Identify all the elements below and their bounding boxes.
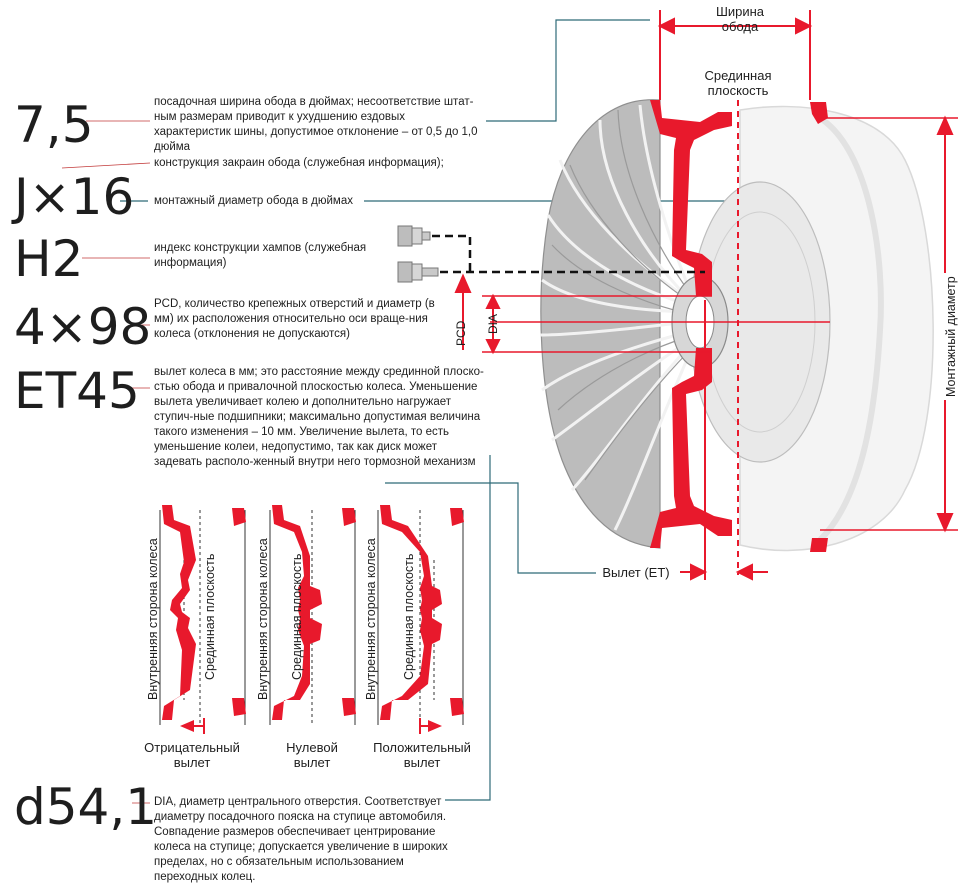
offset-zero-inner-label: Внутренняя сторона колеса — [256, 538, 270, 700]
desc-dia: DIA, диаметр центрального отверстия. Соо… — [154, 796, 448, 883]
desc-humps: индекс конструкции хампов (служебная инф… — [154, 242, 367, 269]
offset-neg-inner-label: Внутренняя сторона колеса — [146, 538, 160, 700]
label-rim-width-line1: Ширина — [715, 4, 765, 19]
offset-zero-mid-label: Срединная плоскость — [290, 553, 304, 680]
code-dia: d54,1 — [14, 778, 158, 836]
offset-diagram-zero — [269, 505, 356, 725]
caption-zero-line2: вылет — [293, 755, 331, 770]
offset-diagram-negative — [159, 505, 246, 734]
lug-bolts — [397, 225, 439, 283]
label-dia: DIA — [486, 313, 500, 334]
code-humps: H2 — [14, 230, 84, 288]
label-mount-diameter: Монтажный диаметр — [944, 273, 958, 400]
desc-et: вылет колеса в мм; это расстояние между … — [154, 366, 484, 468]
desc-flange: конструкция закраин обода (служебная инф… — [154, 157, 444, 169]
code-pcd: 4×98 — [14, 298, 152, 356]
offset-pos-mid-label: Срединная плоскость — [402, 553, 416, 680]
label-offset: Вылет (ET) — [596, 565, 676, 580]
rim-cross-section — [650, 100, 828, 552]
desc-diameter: монтажный диаметр обода в дюймах — [154, 194, 364, 209]
code-connectors — [61, 120, 151, 804]
label-rim-width-line2: обода — [721, 19, 759, 34]
wheel-face — [539, 99, 729, 549]
code-et: ET45 — [14, 362, 140, 420]
caption-positive-line2: вылет — [403, 755, 441, 770]
label-pcd: PCD — [454, 320, 468, 346]
offset-pos-inner-label: Внутренняя сторона колеса — [364, 538, 378, 700]
caption-zero-line1: Нулевой — [286, 740, 338, 755]
bolt-dashes — [432, 234, 705, 274]
label-mid-plane-line1: Срединная — [704, 68, 772, 83]
caption-positive: Положительный вылет — [366, 740, 478, 770]
offset-neg-mid-label: Срединная плоскость — [203, 553, 217, 680]
caption-negative-line2: вылет — [173, 755, 211, 770]
measure-lines — [454, 10, 958, 581]
caption-positive-line1: Положительный — [373, 740, 471, 755]
offset-diagrams — [159, 505, 464, 734]
label-mid-plane-line2: плоскость — [707, 83, 769, 98]
label-rim-width: Ширина обода — [700, 4, 780, 34]
desc-pcd: PCD, количество крепежных отверстий и ди… — [154, 298, 435, 340]
desc-width: посадочная ширина обода в дюймах; несоот… — [154, 96, 478, 153]
caption-negative: Отрицательный вылет — [138, 740, 246, 770]
offset-diagram-positive — [377, 505, 464, 734]
caption-negative-line1: Отрицательный — [144, 740, 240, 755]
label-mid-plane: Срединная плоскость — [690, 68, 786, 98]
code-flange-diameter: J×16 — [14, 168, 135, 226]
code-width: 7,5 — [14, 96, 94, 154]
caption-zero: Нулевой вылет — [268, 740, 356, 770]
